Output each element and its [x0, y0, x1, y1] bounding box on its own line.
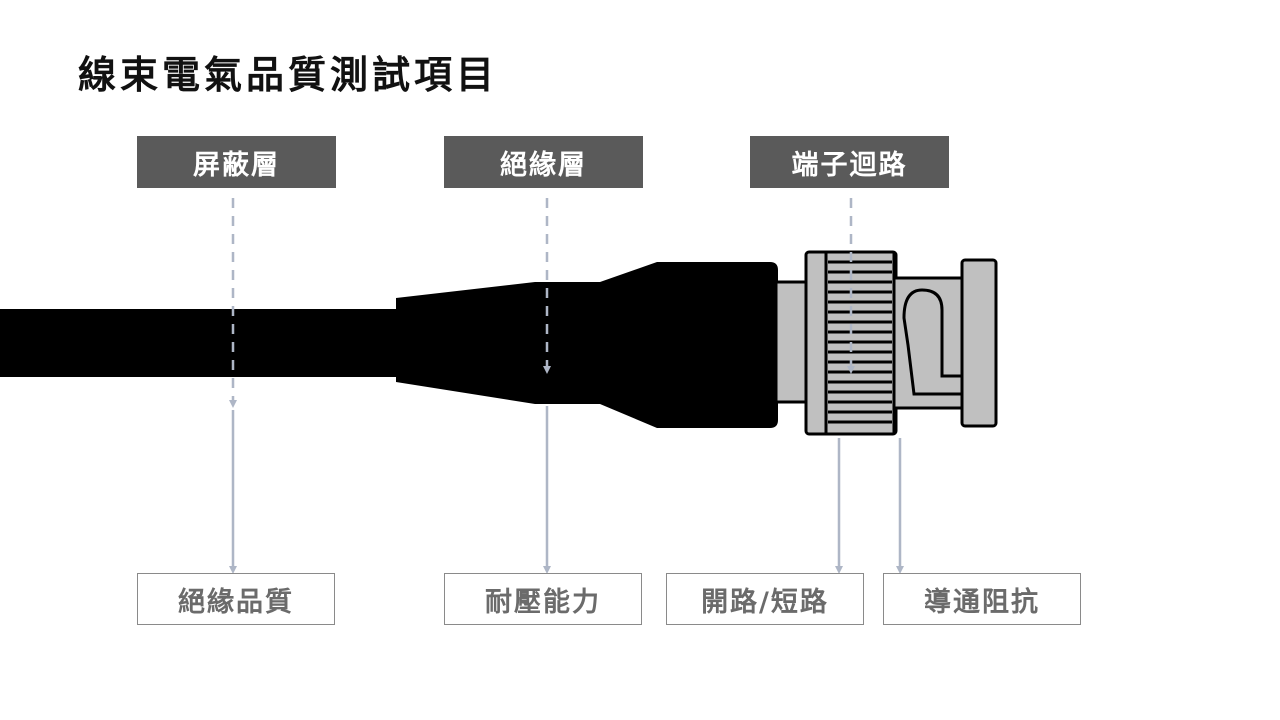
knurl-ridges [828, 260, 892, 424]
page-title: 線束電氣品質測試項目 [78, 53, 499, 97]
label-terminal-circuit: 端子迴路 [750, 136, 949, 188]
bayonet-slot [902, 288, 966, 396]
label-conduction-resistance: 導通阻抗 [883, 573, 1081, 625]
label-open-short-circuit: 開路/短路 [666, 573, 864, 625]
label-insulation-layer: 絕緣層 [444, 136, 643, 188]
strain-relief-boot [396, 262, 778, 428]
connector-sleeve [774, 280, 810, 404]
label-withstand-voltage: 耐壓能力 [444, 573, 642, 625]
label-shield-layer: 屏蔽層 [137, 136, 336, 188]
label-insulation-quality: 絕緣品質 [137, 573, 335, 625]
cable-body [0, 309, 400, 377]
connector-front-flange [960, 258, 998, 428]
